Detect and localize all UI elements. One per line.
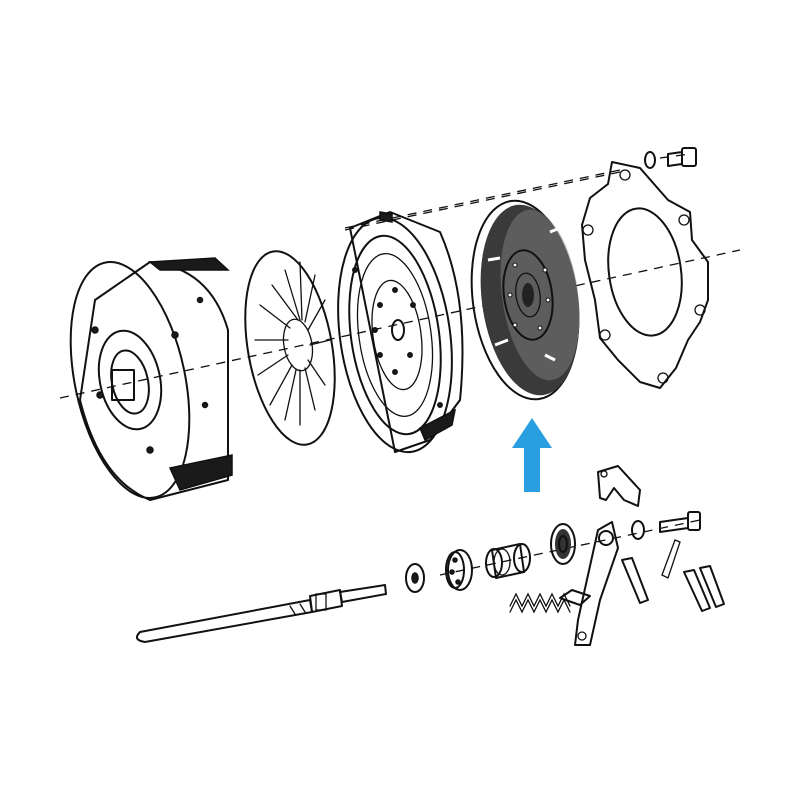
flange-bolt-holes xyxy=(582,169,706,384)
assembly-axis-lines xyxy=(59,153,741,576)
pivot-bracket xyxy=(597,465,641,507)
release-bearing-washer xyxy=(405,563,425,593)
cover-bolt-holes xyxy=(352,267,443,408)
release-sleeve xyxy=(485,543,531,579)
coil-spring xyxy=(509,592,571,614)
pressure-plate-spring xyxy=(244,250,336,446)
cotter-pin xyxy=(661,539,681,579)
flywheel xyxy=(69,257,233,501)
bearing-carrier xyxy=(445,549,473,591)
mounting-flange xyxy=(581,161,709,389)
fork-bolt xyxy=(631,511,701,540)
release-bearing xyxy=(550,523,576,565)
spring-fingers xyxy=(254,261,331,426)
pins xyxy=(621,557,725,612)
bolt-and-washer xyxy=(644,147,697,169)
clutch-cover xyxy=(337,211,464,454)
highlight-arrow xyxy=(512,418,552,492)
disc-rivets xyxy=(507,262,551,331)
clutch-disc xyxy=(470,199,580,401)
input-shaft xyxy=(135,584,387,643)
